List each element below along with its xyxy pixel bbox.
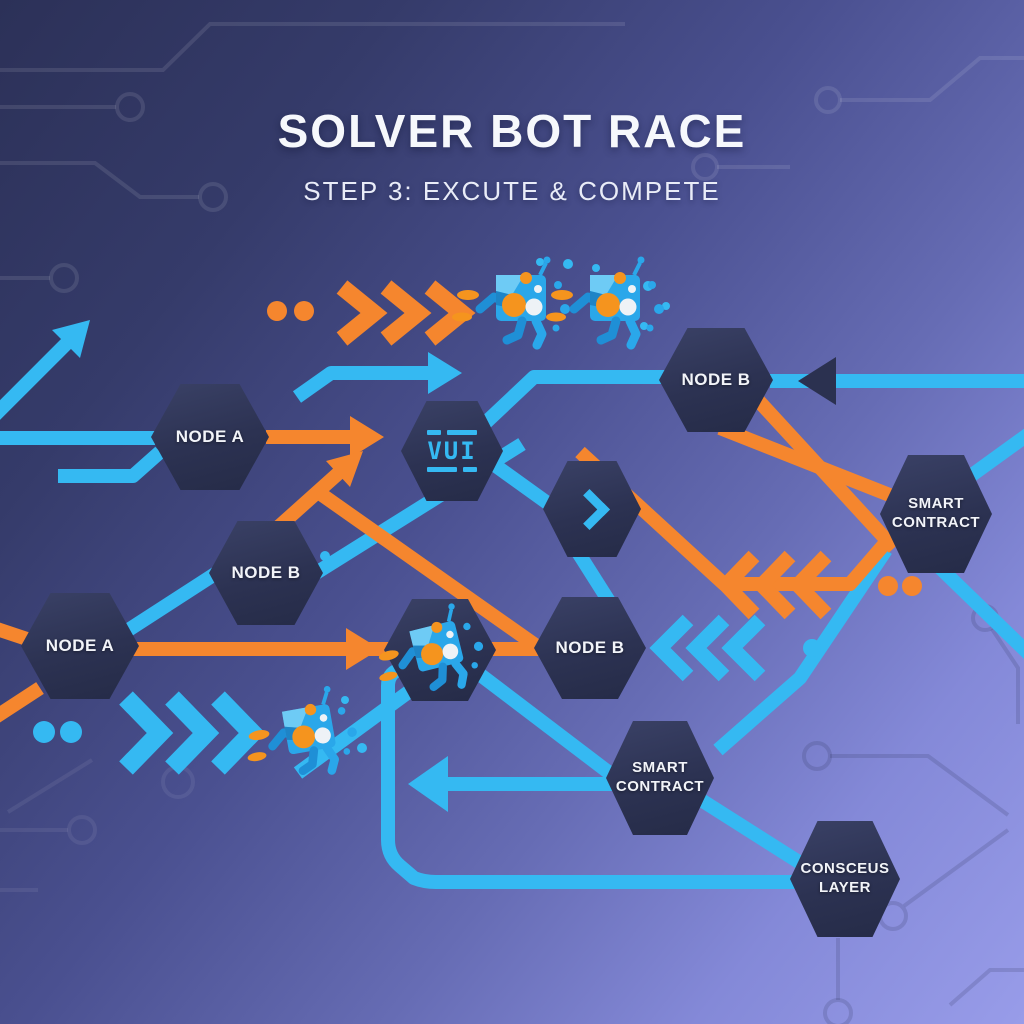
hex-node-b-mid-left: NODE B	[209, 521, 323, 625]
hex-node-b-mid: NODE B	[534, 597, 646, 699]
hex-consensus-layer: CONSCEUS LAYER	[790, 821, 900, 937]
node-label: NODE A	[45, 636, 115, 656]
node-label: NODE B	[555, 638, 625, 658]
terminal-label: VUI	[427, 437, 477, 465]
node-label: SMART CONTRACT	[615, 759, 705, 795]
circuit-trace-dark	[802, 604, 1024, 1024]
node-label: SMART CONTRACT	[891, 495, 981, 531]
terminal-code-icon: VUI	[427, 430, 477, 472]
cyan-trail-dots	[33, 721, 82, 743]
circuit-trace-faint	[0, 758, 195, 892]
circuit-trace-light	[0, 22, 1024, 293]
dark-left-arrowhead-icon	[798, 357, 836, 405]
rewind-chevrons-cyan-icon	[649, 614, 766, 682]
hex-node-a-top: NODE A	[151, 384, 269, 490]
hex-smart-contract-right: SMART CONTRACT	[880, 455, 992, 573]
hex-node-a-left: NODE A	[21, 593, 139, 699]
hex-node-b-top: NODE B	[659, 328, 773, 432]
hex-chevron	[543, 461, 641, 557]
scatter-dots-orange	[878, 576, 922, 596]
node-label: NODE B	[681, 370, 751, 390]
hex-terminal: VUI	[401, 401, 503, 501]
chevron-right-icon	[568, 488, 610, 530]
hex-smart-contract-bottom: SMART CONTRACT	[606, 721, 714, 835]
orange-trail-dots	[267, 301, 314, 321]
hex-robot	[384, 599, 496, 701]
node-label: CONSCEUS LAYER	[800, 860, 890, 896]
node-label: NODE A	[175, 427, 245, 447]
node-label: NODE B	[231, 563, 301, 583]
blue-arrowheads	[52, 320, 462, 812]
rewind-chevrons-orange-icon	[715, 550, 832, 620]
